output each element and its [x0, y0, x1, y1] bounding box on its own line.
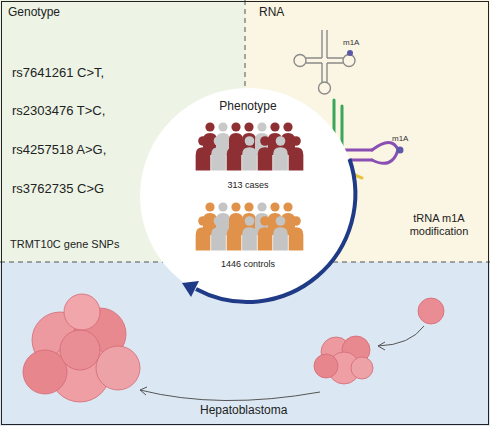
node-text: rs7641261 C>T, — [12, 66, 104, 81]
node-text: rs2303476 T>C, — [12, 104, 105, 119]
modification-label: m1A — [343, 38, 359, 47]
node-text: tRNA m1A modification — [393, 212, 485, 237]
node-text: rs4257518 A>G, — [12, 143, 106, 158]
node-text: rs3762735 C>G — [12, 182, 104, 197]
panel-heading: Phenotype — [140, 100, 356, 114]
node-text: 1446 controls — [140, 259, 356, 269]
node-text: 313 cases — [140, 180, 356, 190]
panel-heading: Hepatoblastoma — [200, 404, 287, 418]
phenotype-circle: Phenotype 313 cases 1446 controls — [140, 88, 356, 304]
panel-heading: Genotype — [8, 6, 60, 20]
panel-heading: RNA — [259, 6, 284, 20]
node-text: TRMT10C gene SNPs — [10, 238, 119, 251]
modification-label: m1A — [392, 134, 408, 143]
